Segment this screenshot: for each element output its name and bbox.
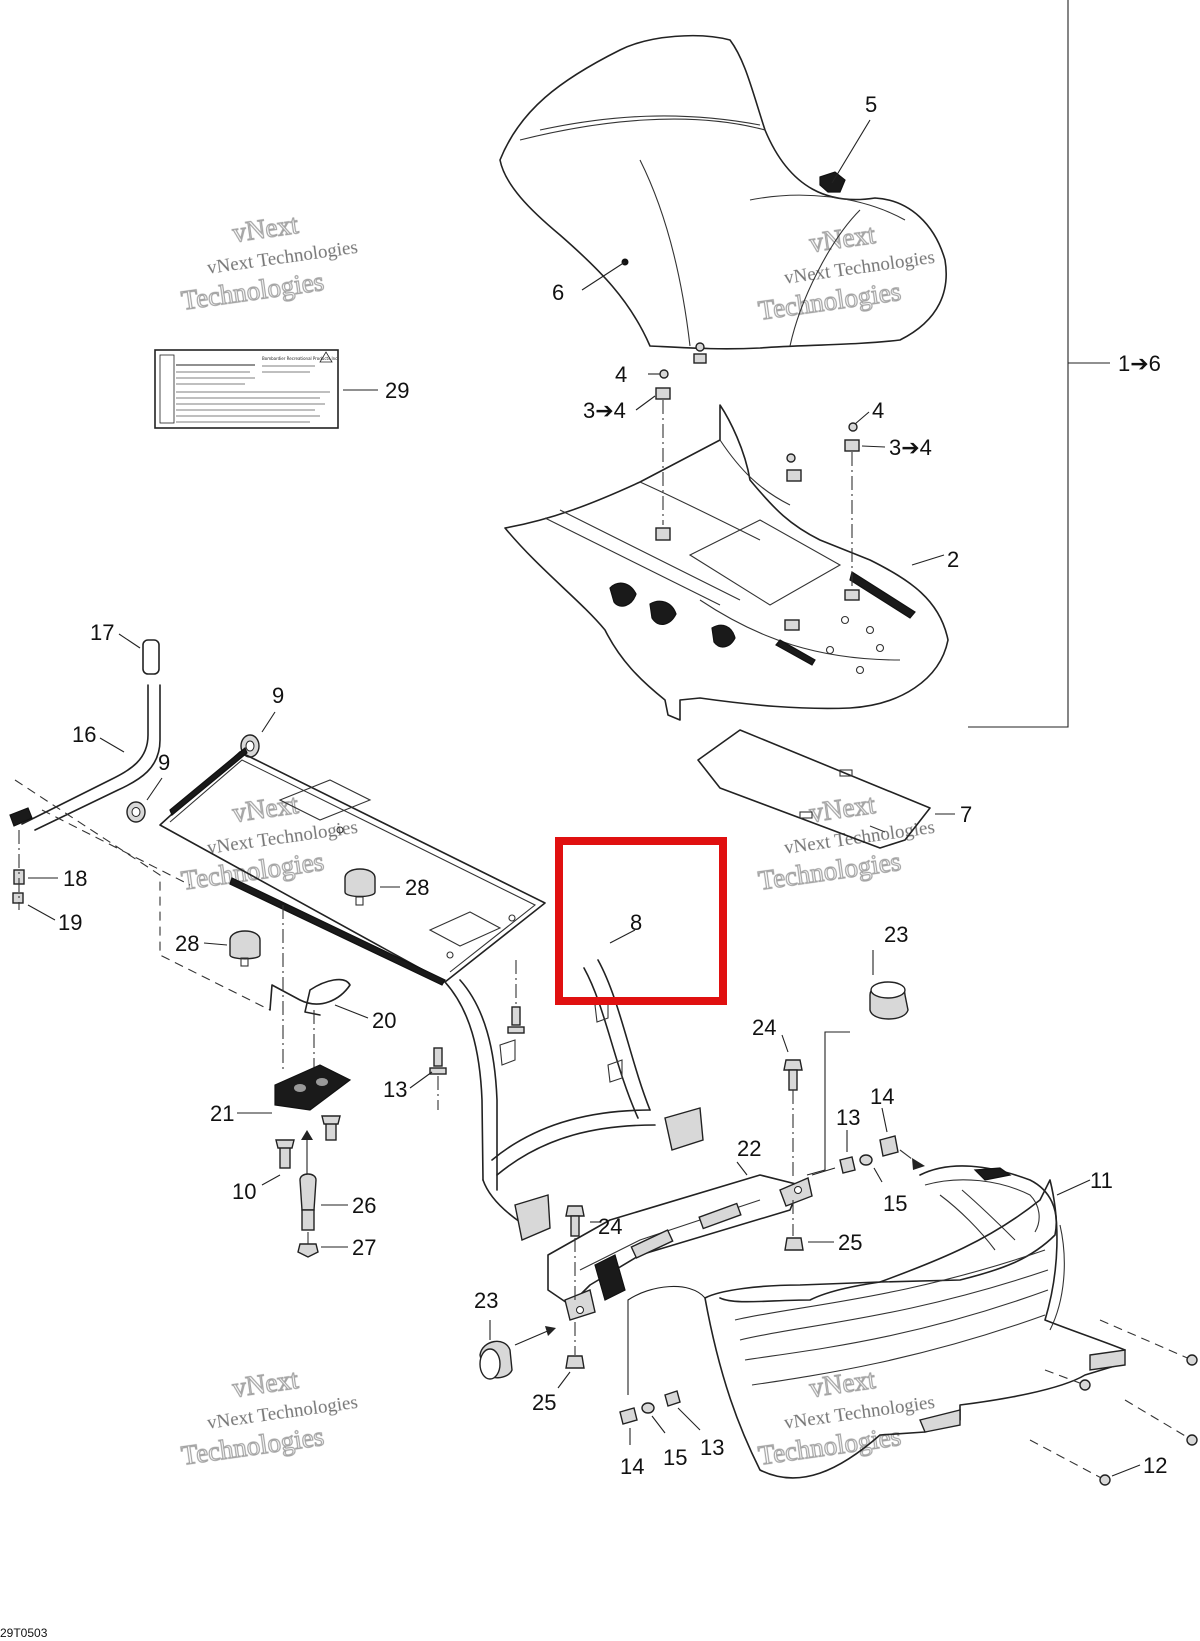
callout-28-right: 28 xyxy=(405,875,429,900)
callout-15-lower: 15 xyxy=(663,1445,687,1470)
callout-10: 10 xyxy=(232,1179,256,1204)
callout-28-left: 28 xyxy=(175,931,199,956)
callout-14-right: 14 xyxy=(870,1084,894,1109)
rear-nuts xyxy=(1029,1319,1198,1486)
watermark-vnext: vNext xyxy=(231,789,301,828)
warning-label-part: Bombardier Recreational Products Inc. xyxy=(154,349,339,429)
latch-part xyxy=(274,905,352,1258)
callout-21: 21 xyxy=(210,1101,234,1126)
callout-7: 7 xyxy=(960,802,972,827)
callout-9-top: 9 xyxy=(272,683,284,708)
callout-11: 11 xyxy=(1090,1168,1113,1193)
watermark-bottom-left: vNext vNext Technologies Technologies xyxy=(179,1363,359,1471)
callout-24-lower: 24 xyxy=(598,1214,622,1239)
callout-26: 26 xyxy=(352,1193,376,1218)
rear-fasteners-right xyxy=(811,1135,925,1176)
watermark-vnext: vNext xyxy=(808,789,878,828)
group-bracket-1-6: 1➔6 xyxy=(968,0,1161,728)
callout-27: 27 xyxy=(352,1235,376,1260)
callout-3-4-right: 3➔4 xyxy=(889,435,932,460)
watermark-bottom-right: vNext vNext Technologies Technologies xyxy=(756,1363,936,1471)
callout-15-right: 15 xyxy=(883,1191,907,1216)
watermark-top-left: vNext vNext Technologies Technologies xyxy=(179,208,359,316)
watermark-technologies: Technologies xyxy=(179,266,325,316)
callout-29: 29 xyxy=(385,378,409,403)
callout-23-right: 23 xyxy=(884,922,908,947)
callout-9-left: 9 xyxy=(158,750,170,775)
callout-1-6: 1➔6 xyxy=(1118,351,1161,376)
lock-rod-part xyxy=(9,639,161,904)
watermark-mid-right: vNext vNext Technologies Technologies xyxy=(756,788,936,896)
callout-16: 16 xyxy=(72,722,96,747)
highlight-box xyxy=(555,837,727,1005)
seat-base-part xyxy=(504,404,949,721)
callout-3-4-left: 3➔4 xyxy=(583,398,626,423)
callout-2: 2 xyxy=(947,547,959,572)
callout-14-lower: 14 xyxy=(620,1454,644,1479)
callout-24-upper: 24 xyxy=(752,1015,776,1040)
callout-12: 12 xyxy=(1143,1453,1167,1478)
callout-18: 18 xyxy=(63,866,87,891)
pad-part xyxy=(697,729,931,849)
callout-17: 17 xyxy=(90,620,114,645)
callout-23-left: 23 xyxy=(474,1288,498,1313)
callout-4-left: 4 xyxy=(615,362,627,387)
bushings-and-nuts xyxy=(479,981,909,1380)
seat-fasteners xyxy=(655,342,860,631)
hinge-part xyxy=(547,1174,813,1321)
callout-13-lower: 13 xyxy=(700,1435,724,1460)
watermark-technologies: Technologies xyxy=(179,1421,325,1471)
callout-13-frame: 13 xyxy=(383,1077,407,1102)
watermark-vnext: vNext xyxy=(808,219,878,258)
dashed-guide-lines xyxy=(14,779,271,1011)
rear-fasteners-lower xyxy=(619,1286,706,1425)
spring-clip-part xyxy=(269,978,351,1016)
rubber-bumpers xyxy=(229,868,376,967)
callout-8: 8 xyxy=(630,910,642,935)
rear-body-part xyxy=(704,1165,1126,1479)
callout-5: 5 xyxy=(865,92,877,117)
watermark-technologies: Technologies xyxy=(756,276,902,326)
watermark-technologies: Technologies xyxy=(756,846,902,896)
callout-19: 19 xyxy=(58,910,82,935)
watermark-vnext: vNext xyxy=(231,1364,301,1403)
callout-20: 20 xyxy=(372,1008,396,1033)
callout-13-right: 13 xyxy=(836,1105,860,1130)
label-29-header: Bombardier Recreational Products Inc. xyxy=(262,356,339,361)
callout-6: 6 xyxy=(552,280,564,305)
callout-25-left: 25 xyxy=(532,1390,556,1415)
figure-code: 29T0503 xyxy=(0,1626,48,1640)
watermark-technologies: Technologies xyxy=(756,1421,902,1471)
callout-22: 22 xyxy=(737,1136,761,1161)
frame-part xyxy=(159,747,704,1241)
callout-25-right: 25 xyxy=(838,1230,862,1255)
watermark-vnext: vNext xyxy=(231,209,301,248)
callout-4-right: 4 xyxy=(872,398,884,423)
frame-screws xyxy=(429,960,525,1110)
